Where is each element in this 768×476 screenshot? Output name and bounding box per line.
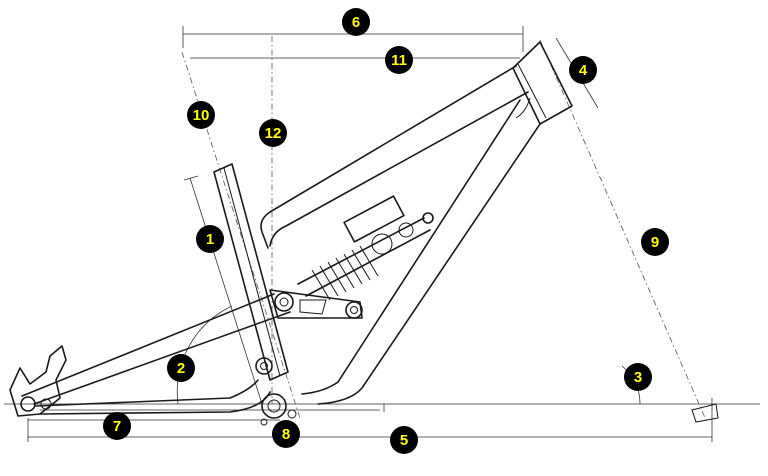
frame-outline (9, 41, 719, 426)
marker-6: 6 (342, 8, 370, 36)
seat-tube (213, 163, 289, 381)
marker-1: 1 (196, 225, 224, 253)
marker-2: 2 (167, 354, 195, 382)
marker-3: 3 (624, 363, 652, 391)
down-tube (317, 123, 541, 405)
marker-7: 7 (103, 412, 131, 440)
marker-inner (570, 57, 596, 83)
bottom-bracket (260, 393, 297, 426)
marker-10: 10 (187, 101, 215, 129)
marker-label: 3 (634, 369, 642, 386)
chain-stay (35, 379, 259, 407)
head-tube (512, 41, 573, 125)
rocker-link (269, 289, 363, 319)
marker-8: 8 (272, 420, 300, 448)
marker-inner (386, 47, 412, 73)
marker-4: 4 (569, 56, 597, 84)
marker-11: 11 (385, 46, 413, 74)
seat-stay (21, 293, 275, 397)
rear-dropout (9, 345, 67, 417)
marker-12: 12 (259, 119, 287, 147)
marker-inner (642, 229, 668, 255)
marker-label: 7 (113, 418, 121, 435)
marker-label: 10 (193, 107, 210, 124)
marker-label: 8 (282, 426, 290, 443)
marker-label: 1 (206, 231, 214, 248)
marker-inner (391, 427, 417, 453)
marker-9: 9 (641, 228, 669, 256)
marker-inner (625, 364, 651, 390)
pivots (255, 212, 434, 375)
top-tube (260, 65, 517, 249)
marker-label: 2 (177, 360, 185, 377)
marker-inner (188, 102, 214, 128)
marker-label: 11 (391, 52, 407, 69)
marker-label: 6 (352, 14, 360, 31)
marker-inner (197, 226, 223, 252)
marker-label: 4 (579, 62, 588, 79)
marker-inner (273, 421, 299, 447)
marker-label: 5 (400, 432, 408, 449)
marker-inner (260, 120, 286, 146)
marker-inner (104, 413, 130, 439)
marker-inner (168, 355, 194, 381)
marker-5: 5 (390, 426, 418, 454)
marker-label: 12 (265, 125, 282, 142)
marker-label: 9 (651, 234, 659, 251)
rear-shock (297, 195, 431, 301)
marker-inner (343, 9, 369, 35)
